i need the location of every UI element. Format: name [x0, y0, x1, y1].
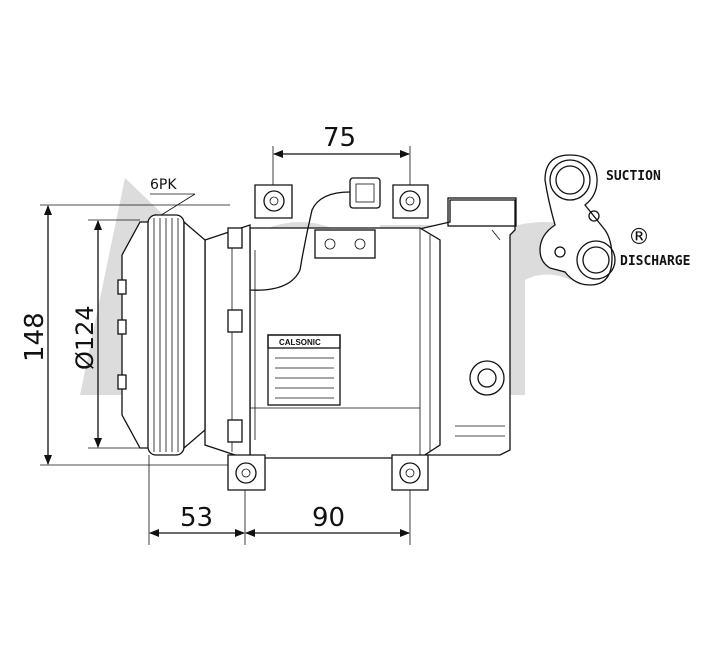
dimension-offset-left-label: 53: [180, 503, 213, 533]
dimension-height-label: 148: [20, 312, 50, 362]
dimension-top: 75: [272, 123, 411, 195]
belt-label: 6PK: [150, 177, 177, 193]
dimension-diameter-label: Ø124: [71, 305, 99, 370]
mounting-ears-top: [254, 184, 429, 219]
nameplate: CALSONIC: [267, 334, 341, 406]
electrical-connector: [249, 177, 381, 291]
port-flange: SUCTION DISCHARGE: [539, 154, 690, 286]
dimension-top-label: 75: [323, 123, 356, 153]
clutch-pulley: [117, 214, 206, 456]
mounting-ears-bottom: [227, 454, 429, 491]
dimension-bottom: 53 90: [148, 455, 411, 545]
dimension-diameter: Ø124: [71, 219, 140, 449]
nameplate-brand: CALSONIC: [279, 338, 321, 347]
registered-mark: ®: [628, 225, 650, 250]
suction-label: SUCTION: [606, 169, 661, 184]
discharge-label: DISCHARGE: [620, 254, 690, 269]
dimension-offset-right-label: 90: [312, 503, 345, 533]
dimension-height: 148: [20, 204, 230, 466]
